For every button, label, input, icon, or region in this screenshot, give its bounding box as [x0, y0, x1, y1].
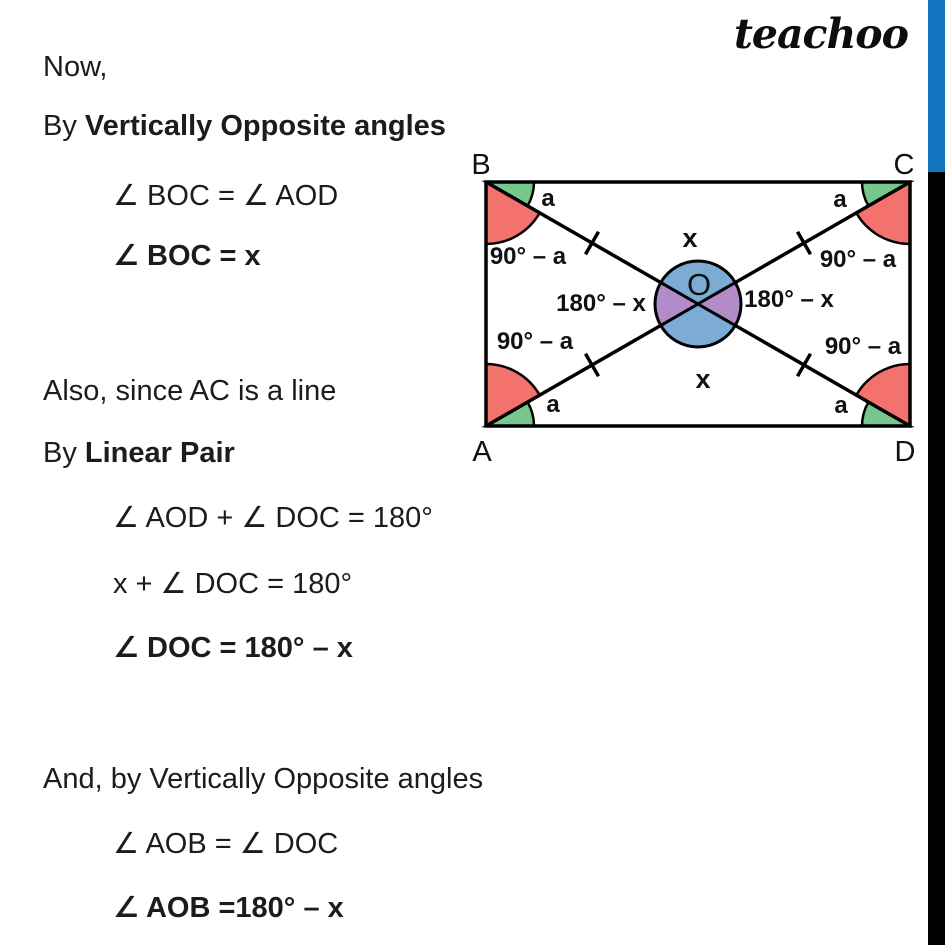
angle-label-a-at-B: a	[541, 185, 555, 212]
angle-label-90-minus-a-at-C: 90° – a	[820, 246, 897, 273]
rectangle-ABCD	[484, 180, 912, 428]
angle-label-90-minus-a-at-A: 90° – a	[497, 328, 574, 355]
angle-label-a-at-C: a	[833, 186, 847, 213]
vertex-label-C: C	[894, 149, 915, 181]
angle-label-180-minus-x-left: 180° – x	[556, 290, 646, 317]
sector-angle-180-minus-x-left	[653, 281, 700, 327]
text-line-and-voa: And, by Vertically Opposite angles	[43, 762, 483, 796]
text-normal: x + ∠ DOC = 180°	[113, 568, 353, 600]
text-normal: ∠ AOB = ∠ DOC	[113, 828, 339, 860]
text-line-doc-result: ∠ DOC = 180° – x	[113, 631, 353, 665]
tick-mark-OD	[795, 352, 813, 378]
vertex-label-A: A	[472, 436, 492, 468]
text-line-also: Also, since AC is a line	[43, 374, 336, 408]
text-normal: Now,	[43, 51, 108, 83]
text-bold: ∠ DOC = 180° – x	[113, 632, 353, 664]
teachoo-logo: teachoo	[733, 10, 909, 58]
text-normal: By	[43, 437, 85, 469]
text-line-boc-aod: ∠ BOC = ∠ AOD	[113, 179, 338, 213]
angle-label-90-minus-a-at-D: 90° – a	[825, 333, 902, 360]
center-label-O: O	[687, 267, 711, 302]
text-line-now: Now,	[43, 50, 107, 84]
text-normal: ∠ AOD + ∠ DOC = 180°	[113, 502, 433, 534]
text-line-linear-pair: By Linear Pair	[43, 436, 235, 470]
text-line-aod-doc: ∠ AOD + ∠ DOC = 180°	[113, 501, 433, 535]
right-edge-blue-bar	[928, 0, 945, 172]
text-bold: ∠ AOB =180° – x	[113, 892, 344, 924]
wedge-angle-90-minus-a-at-B	[484, 179, 542, 246]
text-normal: ∠ BOC = ∠ AOD	[113, 180, 339, 212]
angle-label-x-bottom: x	[695, 364, 710, 394]
wedge-angle-90-minus-a-at-C	[854, 179, 912, 246]
vertex-label-B: B	[471, 149, 490, 181]
text-line-by-voa: By Vertically Opposite angles	[43, 109, 446, 143]
text-normal: Also, since AC is a line	[43, 375, 337, 407]
angle-label-180-minus-x-right: 180° – x	[744, 286, 834, 313]
wedge-angle-90-minus-a-at-A	[484, 362, 542, 429]
text-normal: By	[43, 110, 85, 142]
angle-label-a-at-A: a	[546, 391, 560, 418]
tick-mark-OA	[583, 352, 601, 378]
wedge-angle-90-minus-a-at-D	[854, 362, 912, 429]
text-bold: Linear Pair	[84, 437, 235, 469]
right-edge-black-bar	[928, 172, 945, 945]
angle-label-x-top: x	[682, 223, 697, 253]
text-line-aob-doc: ∠ AOB = ∠ DOC	[113, 827, 338, 861]
text-line-aob-result: ∠ AOB =180° – x	[113, 891, 344, 925]
text-line-boc-x: ∠ BOC = x	[113, 239, 261, 273]
text-bold: Vertically Opposite angles	[84, 110, 446, 142]
text-line-x-doc: x + ∠ DOC = 180°	[113, 567, 352, 601]
angle-label-a-at-D: a	[834, 392, 848, 419]
tick-mark-OC	[795, 230, 813, 256]
text-normal: And, by Vertically Opposite angles	[43, 763, 484, 795]
vertex-label-D: D	[895, 436, 916, 468]
sector-angle-180-minus-x-right	[696, 281, 743, 327]
tick-mark-OB	[583, 230, 601, 256]
text-bold: ∠ BOC = x	[113, 240, 261, 272]
angle-label-90-minus-a-at-B: 90° – a	[490, 243, 567, 270]
